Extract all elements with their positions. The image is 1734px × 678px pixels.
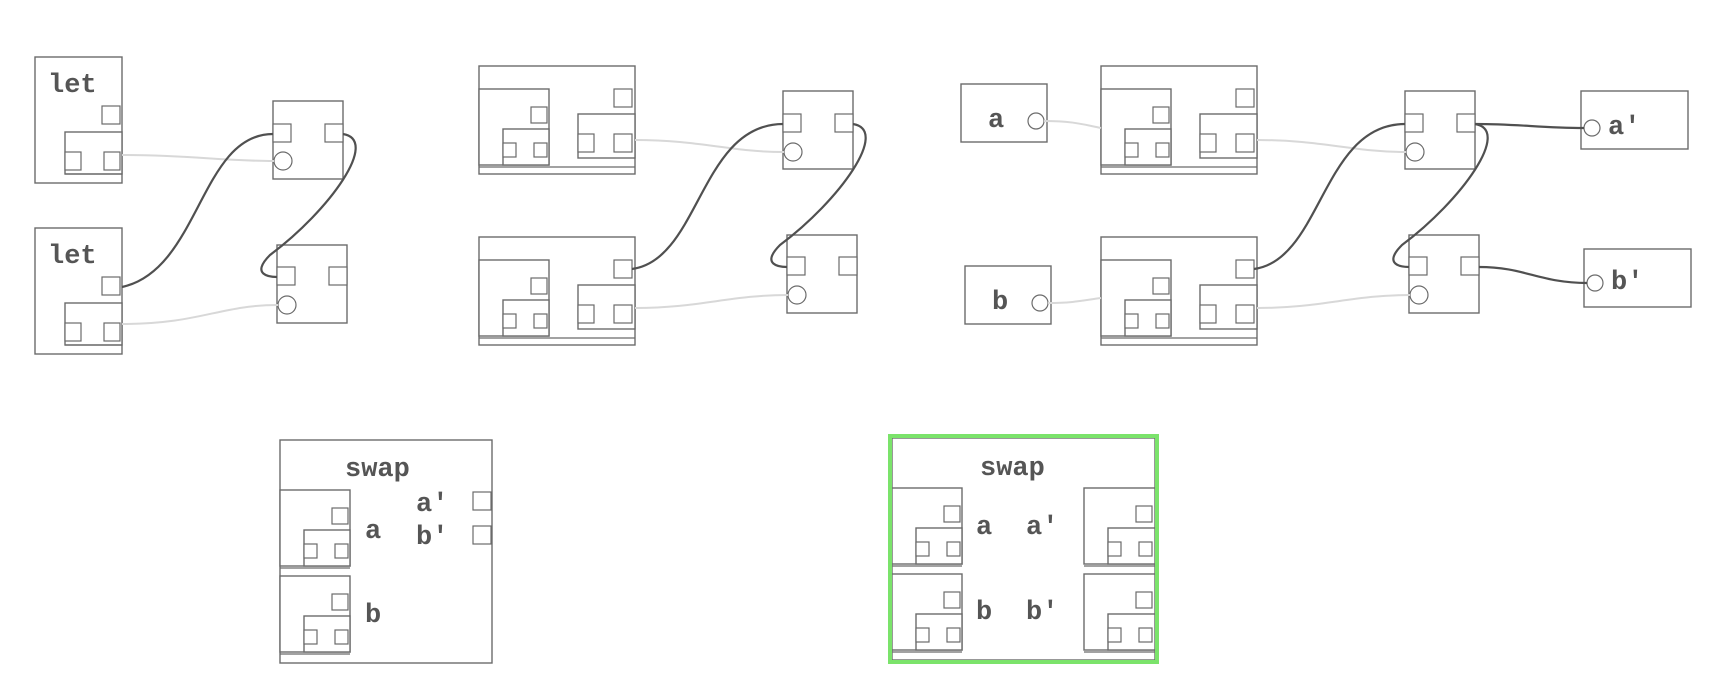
let-top-output-port[interactable] — [101, 105, 121, 125]
input-a: a — [960, 83, 1048, 143]
group-3: a b — [960, 65, 1692, 346]
swap-plain-b-prime-port[interactable] — [472, 525, 492, 545]
wire-dark-to-a-prime — [1474, 122, 1585, 130]
let-label-top: let — [48, 71, 97, 101]
wire-dark-let-to-node-1 — [121, 132, 274, 289]
wire-light-top-1 — [121, 154, 275, 162]
swap-plain-a-prime-port[interactable] — [472, 491, 492, 511]
node-bottom-2 — [786, 234, 858, 314]
wire-dark-to-b-prime — [1478, 265, 1588, 285]
swap-plain-a-prime-label: a' — [416, 490, 448, 520]
input-b-label: b — [992, 288, 1008, 318]
swap-plain-b-label: b — [365, 601, 381, 631]
wire-dark-node-loop-1 — [260, 132, 357, 279]
swap-block-highlighted[interactable]: swap a a' b b' — [888, 434, 1159, 664]
group-1: let let — [34, 56, 357, 355]
composite-block-top-2 — [478, 65, 636, 175]
swap-hl-b-prime-label: b' — [1026, 598, 1058, 628]
swap-hl-a-prime-label: a' — [1026, 513, 1058, 543]
group-2 — [478, 65, 867, 346]
wire-light-bottom-1 — [121, 304, 279, 325]
let-block-bottom: let — [34, 227, 123, 355]
let-label-bottom: let — [48, 242, 97, 272]
node-top-2 — [782, 90, 854, 170]
let-bottom-output-port[interactable] — [101, 276, 121, 296]
wire-dark-node-loop-3 — [1392, 122, 1489, 269]
let-block-top: let — [34, 56, 123, 184]
wire-light-top-2 — [634, 139, 785, 153]
wire-dark-block-to-node-2 — [631, 122, 784, 271]
swap-plain-a-label: a — [365, 517, 381, 547]
node-bottom-3 — [1408, 234, 1480, 314]
swap-plain-b-prime-label: b' — [416, 523, 448, 553]
node-bottom-1 — [276, 244, 348, 324]
swap-hl-a-label: a — [976, 513, 992, 543]
wire-light-a-in — [1043, 120, 1102, 129]
wire-dark-block-to-node-3 — [1253, 122, 1406, 271]
swap-label-plain: swap — [345, 455, 410, 485]
node-top-1 — [272, 100, 344, 180]
swap-label-highlighted: swap — [980, 454, 1045, 484]
input-a-label: a — [988, 106, 1004, 136]
composite-block-bottom-3 — [1100, 236, 1258, 346]
wire-light-bottom-2 — [634, 294, 789, 309]
swap-block-plain: swap a b a' b' — [279, 439, 493, 664]
wire-light-top-3 — [1256, 139, 1407, 153]
wire-light-b-in — [1047, 297, 1102, 304]
node-top-3 — [1404, 90, 1476, 170]
swap-hl-b-label: b — [976, 598, 992, 628]
input-b: b — [964, 265, 1052, 325]
output-a-prime: a' — [1580, 90, 1689, 150]
wire-dark-node-loop-2 — [770, 122, 867, 269]
output-b-prime-label: b' — [1611, 268, 1643, 298]
selection-highlight — [888, 434, 1159, 664]
wire-light-bottom-3 — [1256, 294, 1411, 309]
output-b-prime: b' — [1583, 248, 1692, 308]
composite-block-bottom-2 — [478, 236, 636, 346]
composite-block-top-3 — [1100, 65, 1258, 175]
output-a-prime-label: a' — [1608, 113, 1640, 143]
